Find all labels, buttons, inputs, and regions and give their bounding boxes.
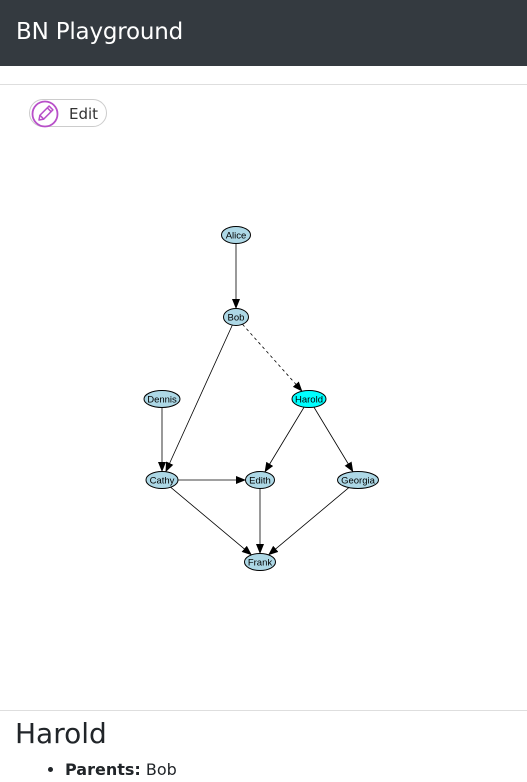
- selected-node-properties: Parents: Bob: [0, 758, 177, 782]
- edge-georgia-frank: [268, 487, 350, 556]
- edit-button-label: Edit: [69, 105, 99, 123]
- node-frank[interactable]: Frank: [244, 553, 276, 571]
- property-value: Bob: [145, 760, 177, 779]
- node-alice[interactable]: Alice: [221, 226, 251, 244]
- node-shape: [143, 390, 181, 408]
- pencil-icon: [31, 100, 59, 128]
- node-label: Dennis: [147, 394, 177, 405]
- node-georgia[interactable]: Georgia: [337, 471, 379, 489]
- node-label: Harold: [295, 394, 323, 405]
- edit-button[interactable]: Edit: [29, 99, 107, 128]
- node-shape: [221, 226, 251, 244]
- divider: [0, 710, 527, 711]
- edge-bob-harold: [242, 324, 303, 392]
- node-cathy[interactable]: Cathy: [145, 471, 179, 489]
- node-shape: [244, 553, 276, 571]
- node-bob[interactable]: Bob: [223, 308, 249, 326]
- edges-layer: [158, 243, 354, 556]
- node-label: Georgia: [341, 475, 376, 486]
- node-shape: [337, 471, 379, 489]
- node-label: Cathy: [150, 475, 175, 486]
- edge-harold-georgia: [313, 406, 354, 473]
- property-key: Parents:: [65, 760, 141, 779]
- node-label: Bob: [228, 312, 245, 323]
- node-harold[interactable]: Harold: [291, 390, 327, 408]
- selected-node-title: Harold: [15, 717, 107, 750]
- divider: [0, 84, 527, 85]
- node-dennis[interactable]: Dennis: [143, 390, 181, 408]
- node-shape: [245, 471, 275, 489]
- node-shape: [291, 390, 327, 408]
- edge-harold-edith: [264, 406, 305, 473]
- node-shape: [145, 471, 179, 489]
- node-edith[interactable]: Edith: [245, 471, 275, 489]
- edge-bob-cathy: [165, 324, 233, 473]
- edge-cathy-frank: [170, 486, 252, 556]
- node-label: Edith: [249, 475, 271, 486]
- property-item: Parents: Bob: [65, 758, 177, 782]
- navbar: BN Playground: [0, 0, 527, 66]
- node-shape: [223, 308, 249, 326]
- node-label: Frank: [248, 557, 273, 568]
- node-label: Alice: [226, 230, 247, 241]
- app-title[interactable]: BN Playground: [16, 19, 184, 45]
